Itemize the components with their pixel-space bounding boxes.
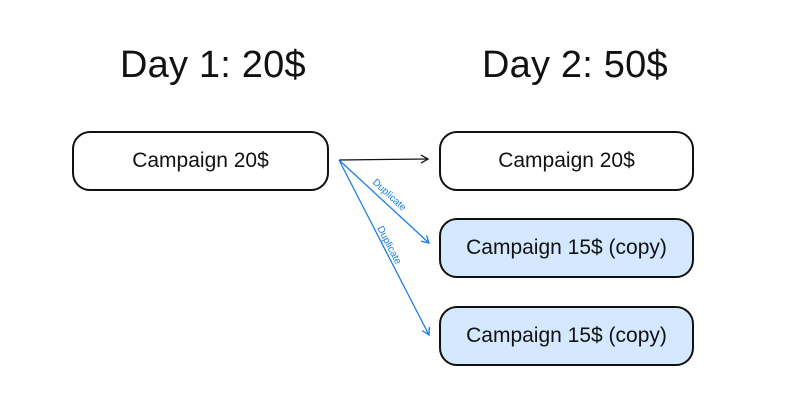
day2-campaign-node: Campaign 20$ — [439, 131, 694, 191]
campaign-copy-label-2: Campaign 15$ (copy) — [466, 324, 667, 347]
day2-campaign-label: Campaign 20$ — [498, 149, 635, 172]
day2-heading: Day 2: 50$ — [482, 44, 668, 86]
campaign-copy-node-2: Campaign 15$ (copy) — [439, 306, 694, 366]
duplicate-label-1: Duplicate — [370, 177, 408, 214]
keep-arrow — [338, 154, 430, 164]
duplicate-arrow-2 — [338, 159, 431, 337]
day1-campaign-node: Campaign 20$ — [72, 131, 329, 191]
duplicate-label-2: Duplicate — [374, 224, 403, 266]
day1-heading: Day 1: 20$ — [120, 44, 306, 86]
day1-campaign-label: Campaign 20$ — [132, 149, 269, 172]
duplicate-arrow-1 — [338, 159, 430, 244]
campaign-copy-node-1: Campaign 15$ (copy) — [439, 218, 694, 278]
campaign-copy-label-1: Campaign 15$ (copy) — [466, 236, 667, 259]
